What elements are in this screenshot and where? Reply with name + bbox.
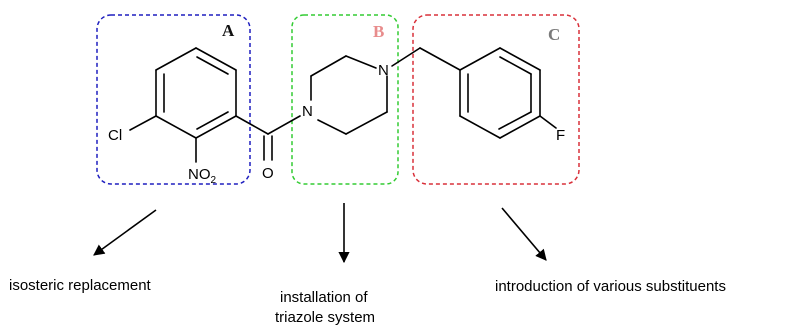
oxygen-atom: O [262,165,274,182]
bond-n-ch2 [391,47,421,67]
bond-f [539,115,557,129]
region-a-letter: A [222,21,235,40]
benzene-ring-a [155,47,237,139]
arrow-region-c [501,207,547,261]
region-c-letter: C [548,25,560,44]
caption-region-b-line2: triazole system [275,309,375,326]
bond-carbonyl-n [267,115,301,135]
nitrogen-atom-right: N [378,62,389,79]
fluorine-atom: F [556,127,565,144]
arrow-region-a [93,209,157,256]
bond-ring-carbonyl [235,115,269,135]
chlorine-atom: Cl [108,127,122,144]
region-a-box [96,14,251,185]
region-b-box [291,14,399,185]
caption-region-a: isosteric replacement [9,277,152,294]
region-c-box [412,14,580,185]
benzene-ring-c [459,47,541,139]
nitrogen-atom-left: N [302,103,313,120]
caption-region-b-line1: installation of [280,289,368,306]
caption-region-c: introduction of various substituents [495,278,726,295]
region-b-letter: B [373,22,384,41]
nitro-group: NO2 [188,166,217,186]
bond-ch2-ring [419,47,461,71]
bond-cl [129,115,157,131]
piperazine-ring-b [310,55,388,135]
